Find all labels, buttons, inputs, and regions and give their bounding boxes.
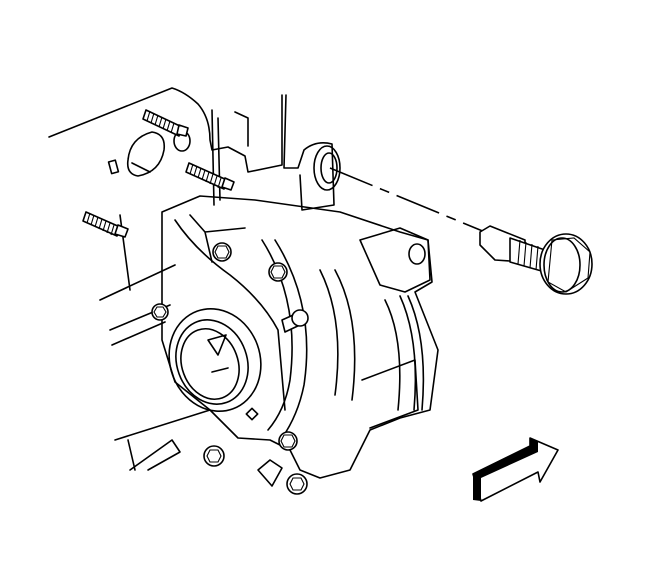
view-direction-arrow-icon [472, 437, 559, 502]
stud-middle [185, 162, 235, 191]
stud-upper [142, 109, 189, 137]
engine-block [48, 87, 335, 471]
fitting-plug [479, 225, 593, 295]
block-port [313, 145, 341, 191]
centerline [329, 167, 486, 233]
stud-lower [82, 211, 129, 238]
pump-housing [151, 195, 439, 495]
